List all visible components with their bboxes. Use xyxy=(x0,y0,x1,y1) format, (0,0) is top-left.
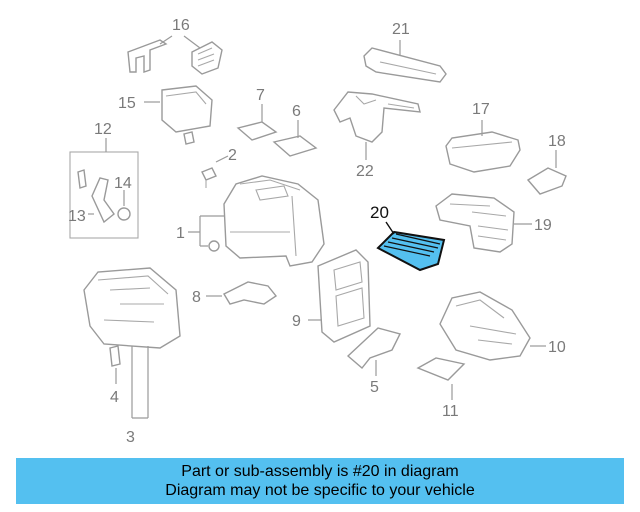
callout-1: 1 xyxy=(176,225,185,242)
callout-10: 10 xyxy=(548,339,566,356)
callout-7: 7 xyxy=(256,87,265,104)
callout-4: 4 xyxy=(110,389,119,406)
callout-17: 17 xyxy=(472,101,490,118)
callout-11: 11 xyxy=(442,403,459,420)
part-17: 17 xyxy=(445,101,521,173)
part-19: 19 xyxy=(435,193,552,253)
part-21: 21 xyxy=(363,21,447,83)
callout-15: 15 xyxy=(118,95,136,112)
part-15: 15 xyxy=(118,85,213,145)
callout-18: 18 xyxy=(548,133,566,150)
part-9: 9 xyxy=(292,249,371,343)
part-3: 3 xyxy=(83,267,181,446)
parts-diagram: 16 21 15 7 6 22 17 xyxy=(68,17,567,446)
part-2: 2 xyxy=(201,147,237,188)
part-4: 4 xyxy=(109,345,121,406)
part-12-group: 12 13 14 xyxy=(68,121,139,239)
callout-20: 20 xyxy=(370,203,389,222)
info-banner: Part or sub-assembly is #20 in diagram D… xyxy=(16,458,624,504)
callout-2: 2 xyxy=(228,147,237,164)
part-5: 5 xyxy=(346,327,402,396)
part-7: 7 xyxy=(236,87,278,141)
callout-13: 13 xyxy=(68,208,86,225)
callout-21: 21 xyxy=(392,21,410,38)
part-8: 8 xyxy=(192,281,278,306)
callout-16: 16 xyxy=(172,17,190,34)
part-6: 6 xyxy=(272,103,318,157)
part-18: 18 xyxy=(526,133,567,195)
callout-12: 12 xyxy=(94,121,112,138)
part-22: 22 xyxy=(333,91,421,180)
banner-line-2: Diagram may not be specific to your vehi… xyxy=(165,482,475,499)
callout-6: 6 xyxy=(292,103,301,120)
part-10: 10 xyxy=(439,291,566,361)
callout-9: 9 xyxy=(292,313,301,330)
part-1: 1 xyxy=(176,175,325,267)
callout-22: 22 xyxy=(356,163,374,180)
callout-8: 8 xyxy=(192,289,201,306)
callout-3: 3 xyxy=(126,429,135,446)
part-20-highlighted: 20 xyxy=(370,203,446,272)
banner-line-1: Part or sub-assembly is #20 in diagram xyxy=(181,463,459,480)
callout-19: 19 xyxy=(534,217,552,234)
part-11: 11 xyxy=(416,357,466,420)
callout-5: 5 xyxy=(370,379,379,396)
part-16: 16 xyxy=(127,17,223,75)
callout-14: 14 xyxy=(114,175,132,192)
